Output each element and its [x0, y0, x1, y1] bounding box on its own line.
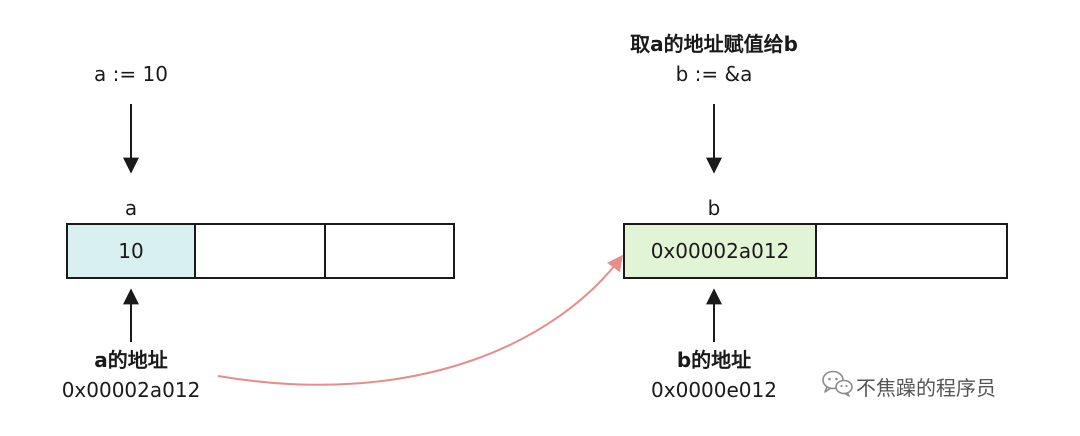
- a-assign-code: a := 10: [94, 62, 168, 86]
- b-address-caption: b的地址: [676, 348, 752, 372]
- a-cell-value: 10: [118, 239, 143, 263]
- a-address-caption: a的地址: [94, 348, 168, 372]
- b-memory-block: 0x00002a012: [623, 223, 1008, 279]
- a-memory-cell-3: [324, 223, 455, 279]
- watermark-text: 不焦躁的程序员: [856, 376, 996, 400]
- a-memory-cell-2: [194, 223, 326, 279]
- b-address-value: 0x0000e012: [651, 378, 777, 402]
- a-address-value: 0x00002a012: [61, 378, 201, 402]
- wechat-icon: [822, 370, 853, 397]
- a-memory-cell-1: [66, 223, 196, 279]
- a-memory-block: 10: [66, 223, 455, 279]
- b-comment: 取a的地址赋值给b: [630, 32, 798, 56]
- pointer-arrow: [217, 254, 623, 386]
- b-assign-code: b := &a: [675, 62, 753, 86]
- b-var-label: b: [707, 196, 721, 220]
- a-var-label: a: [124, 196, 138, 220]
- b-memory-cell-2: [815, 223, 1008, 279]
- b-cell-value: 0x00002a012: [651, 239, 790, 263]
